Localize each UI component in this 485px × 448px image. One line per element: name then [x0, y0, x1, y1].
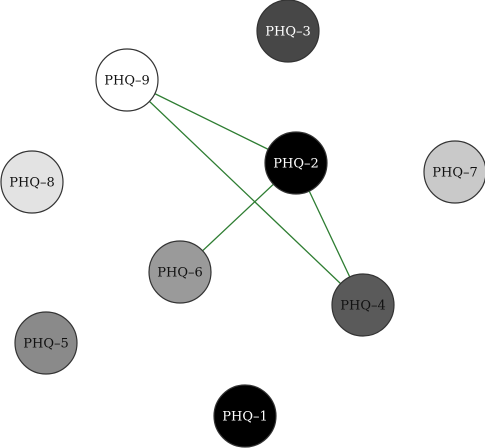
node-phq-5: PHQ–5	[14, 311, 78, 375]
edge-phq-9-phq-4	[126, 79, 364, 306]
node-circle	[264, 131, 328, 195]
node-circle	[0, 150, 64, 214]
node-phq-7: PHQ–7	[423, 140, 485, 204]
node-circle	[256, 0, 320, 63]
node-label: PHQ–5	[23, 337, 69, 352]
node-label: PHQ–1	[222, 410, 268, 425]
node-phq-4: PHQ–4	[331, 273, 395, 337]
node-circle	[423, 140, 485, 204]
node-label: PHQ–3	[265, 25, 311, 40]
node-phq-8: PHQ–8	[0, 150, 64, 214]
node-phq-2: PHQ–2	[264, 131, 328, 195]
node-label: PHQ–4	[340, 299, 386, 314]
node-circle	[14, 311, 78, 375]
node-phq-1: PHQ–1	[213, 384, 277, 448]
node-phq-6: PHQ–6	[148, 240, 212, 304]
node-circle	[95, 48, 159, 112]
node-label: PHQ–8	[9, 176, 55, 191]
node-circle	[148, 240, 212, 304]
node-phq-3: PHQ–3	[256, 0, 320, 63]
node-label: PHQ–9	[104, 74, 150, 89]
node-label: PHQ–6	[157, 266, 203, 281]
node-phq-9: PHQ–9	[95, 48, 159, 112]
node-circle	[331, 273, 395, 337]
node-label: PHQ–2	[273, 157, 319, 172]
node-circle	[213, 384, 277, 448]
node-label: PHQ–7	[432, 166, 478, 181]
